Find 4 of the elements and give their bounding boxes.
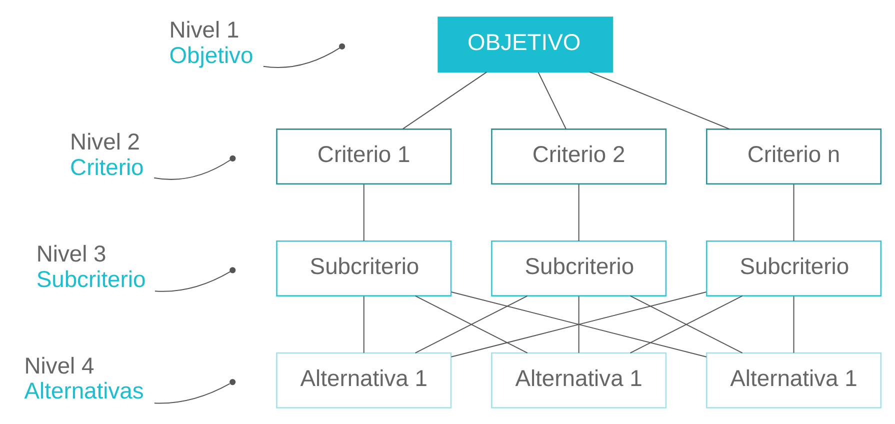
node-text: Nivel 2 Criterio (70, 128, 144, 180)
node-text: Nivel 1 Objetivo (169, 16, 254, 68)
node-text: Nivel 3 Subcriterio (36, 240, 146, 292)
node-text: Nivel 4 Alternativas (24, 352, 144, 404)
